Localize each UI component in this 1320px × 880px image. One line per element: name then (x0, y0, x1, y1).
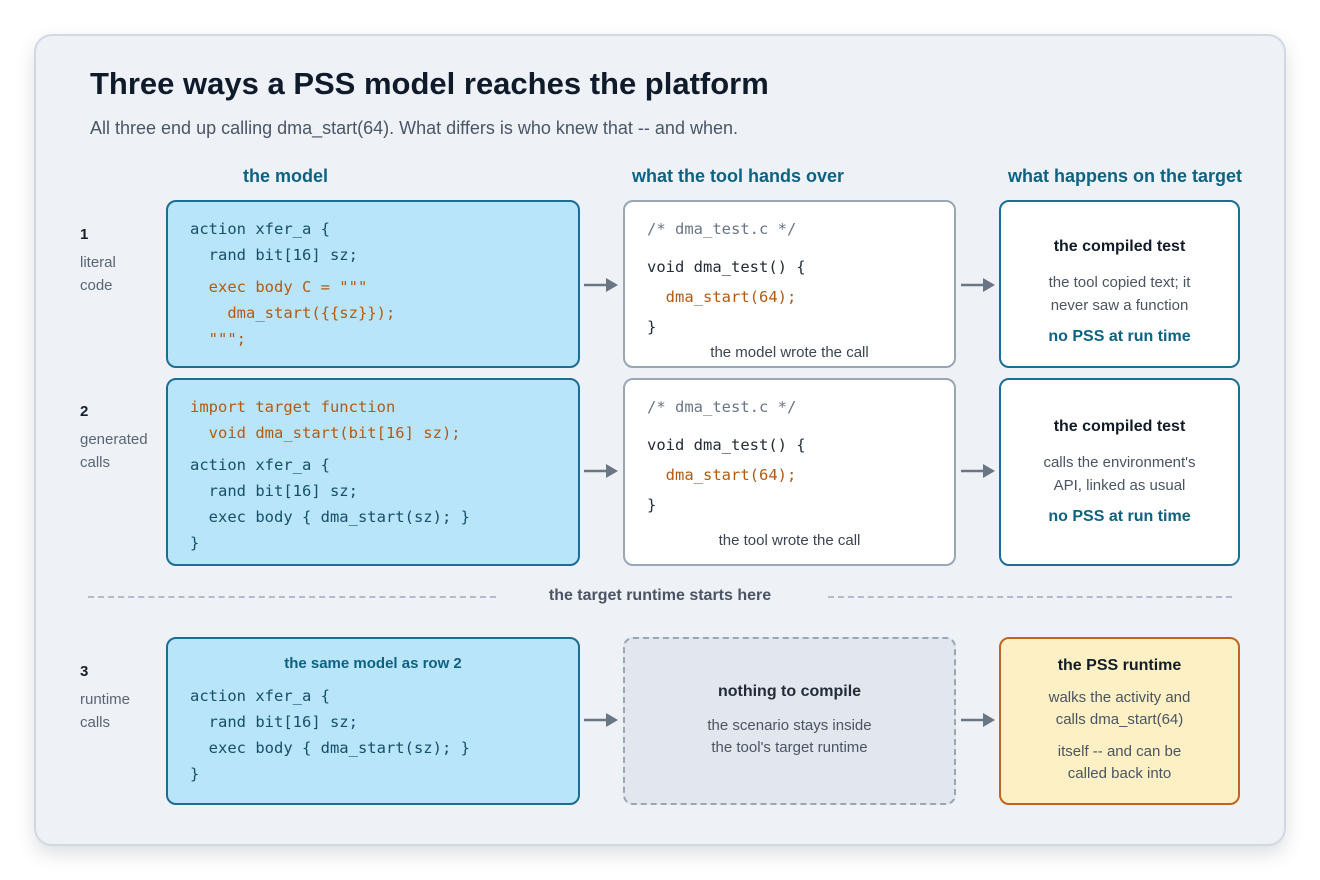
divider-label: the target runtime starts here (548, 587, 772, 604)
row-2-target-strong: no PSS at run time (1048, 508, 1191, 525)
row-3-model-box: the same model as row 2 action xfer_a { … (166, 637, 580, 805)
row-2-handover-note: the tool wrote the call (718, 532, 861, 549)
row-3-model-code-line2: rand bit[16] sz; (190, 713, 358, 731)
row-1-arrow-2-icon (961, 278, 995, 292)
row-2-arrow-1-icon (584, 464, 618, 478)
row-1-target-line1: the tool copied text; it (1048, 274, 1191, 291)
row-2-model-code-line2: void dma_start(bit[16] sz); (190, 424, 461, 442)
row-1-number: 1 (80, 226, 89, 243)
row-2-target-head: the compiled test (1053, 418, 1186, 435)
divider-line-right (828, 596, 1232, 598)
row-3-target-head: the PSS runtime (1057, 657, 1182, 674)
row-2-number: 2 (80, 403, 89, 420)
row-2-label-line2: calls (80, 454, 111, 471)
column-header-model: the model (243, 166, 329, 186)
row-1-label-line2: code (80, 277, 113, 294)
row-1-handover-comment: /* dma_test.c */ (647, 220, 797, 238)
row-3-label-line1: runtime (80, 691, 131, 708)
row-1-label-line1: literal (80, 254, 116, 271)
row-3-arrow-2-icon (961, 713, 995, 727)
row-2-target-line2: API, linked as usual (1053, 477, 1186, 494)
row-2-handover-call: dma_start(64); (647, 466, 797, 484)
page-title: Three ways a PSS model reaches the platf… (90, 66, 769, 101)
row-2-handover-close: } (647, 496, 657, 514)
row-1-model-code-line3: exec body C = """ (190, 278, 368, 296)
row-3-label-line2: calls (80, 714, 111, 731)
row-3-model-code-line4: } (190, 765, 200, 783)
row-1-model-code-line2: rand bit[16] sz; (190, 246, 358, 264)
row-2-arrow-2-icon (961, 464, 995, 478)
row-2-label: generated calls (80, 428, 148, 474)
row-3-model-code-line1: action xfer_a { (190, 687, 330, 705)
row-3-runtime-box: the PSS runtime walks the activity and c… (999, 637, 1240, 805)
row-1-model-code-line4: dma_start({{sz}}); (190, 304, 396, 322)
row-2-model-box: import target function void dma_start(bi… (166, 378, 580, 566)
row-3-number: 3 (80, 663, 89, 680)
row-3-handover-head: nothing to compile (717, 683, 862, 700)
row-2-model-code-line5: exec body { dma_start(sz); } (190, 508, 470, 526)
row-2-handover-comment: /* dma_test.c */ (647, 398, 797, 416)
row-3-handover-line2: the tool's target runtime (711, 739, 868, 756)
row-2-model-code-line4: rand bit[16] sz; (190, 482, 358, 500)
row-1-model-code-line5: """; (190, 330, 246, 348)
row-1-handover-signature: void dma_test() { (647, 258, 806, 276)
row-2-label-line1: generated (80, 431, 148, 448)
column-header-handover: what the tool hands over (632, 166, 845, 186)
row-1-handover-box: /* dma_test.c */ void dma_test() { dma_s… (623, 200, 956, 368)
row-1-label: literal code (80, 251, 116, 297)
row-1-handover-note: the model wrote the call (710, 344, 869, 361)
row-3-model-head: the same model as row 2 (284, 655, 462, 672)
row-2-handover-signature: void dma_test() { (647, 436, 806, 454)
row-2-handover-box: /* dma_test.c */ void dma_test() { dma_s… (623, 378, 956, 566)
row-1-model-code-line1: action xfer_a { (190, 220, 330, 238)
page-subtitle: All three end up calling dma_start(64). … (90, 118, 738, 138)
row-3-nothing-box: nothing to compile the scenario stays in… (623, 637, 956, 805)
row-2-target-box: the compiled test calls the environment'… (999, 378, 1240, 566)
divider-line-left (88, 596, 496, 598)
row-1-model-box: action xfer_a { rand bit[16] sz; exec bo… (166, 200, 580, 368)
column-header-target: what happens on the target (1008, 166, 1243, 186)
row-2-model-code-line3: action xfer_a { (190, 456, 330, 474)
row-2-model-code-line1: import target function (190, 398, 396, 416)
row-3-target-line2: calls dma_start(64) (1055, 711, 1184, 728)
row-3-target-line3: itself -- and can be (1057, 743, 1182, 760)
row-3-arrow-1-icon (584, 713, 618, 727)
row-3-target-line1: walks the activity and (1048, 689, 1191, 706)
row-2-model-code-line6: } (190, 534, 200, 552)
row-1-handover-call: dma_start(64); (647, 288, 797, 306)
row-1-handover-close: } (647, 318, 657, 336)
row-3-model-code-line3: exec body { dma_start(sz); } (190, 739, 470, 757)
row-1-target-head: the compiled test (1053, 238, 1186, 255)
row-3-label: runtime calls (80, 688, 130, 734)
row-2-target-line1: calls the environment's (1043, 454, 1196, 471)
row-1-target-box: the compiled test the tool copied text; … (999, 200, 1240, 368)
row-1-target-line2: never saw a function (1050, 297, 1189, 314)
row-3-target-line4: called back into (1067, 765, 1172, 782)
row-1-target-strong: no PSS at run time (1048, 328, 1191, 345)
row-1-arrow-1-icon (584, 278, 618, 292)
row-3-handover-line1: the scenario stays inside (707, 717, 872, 734)
